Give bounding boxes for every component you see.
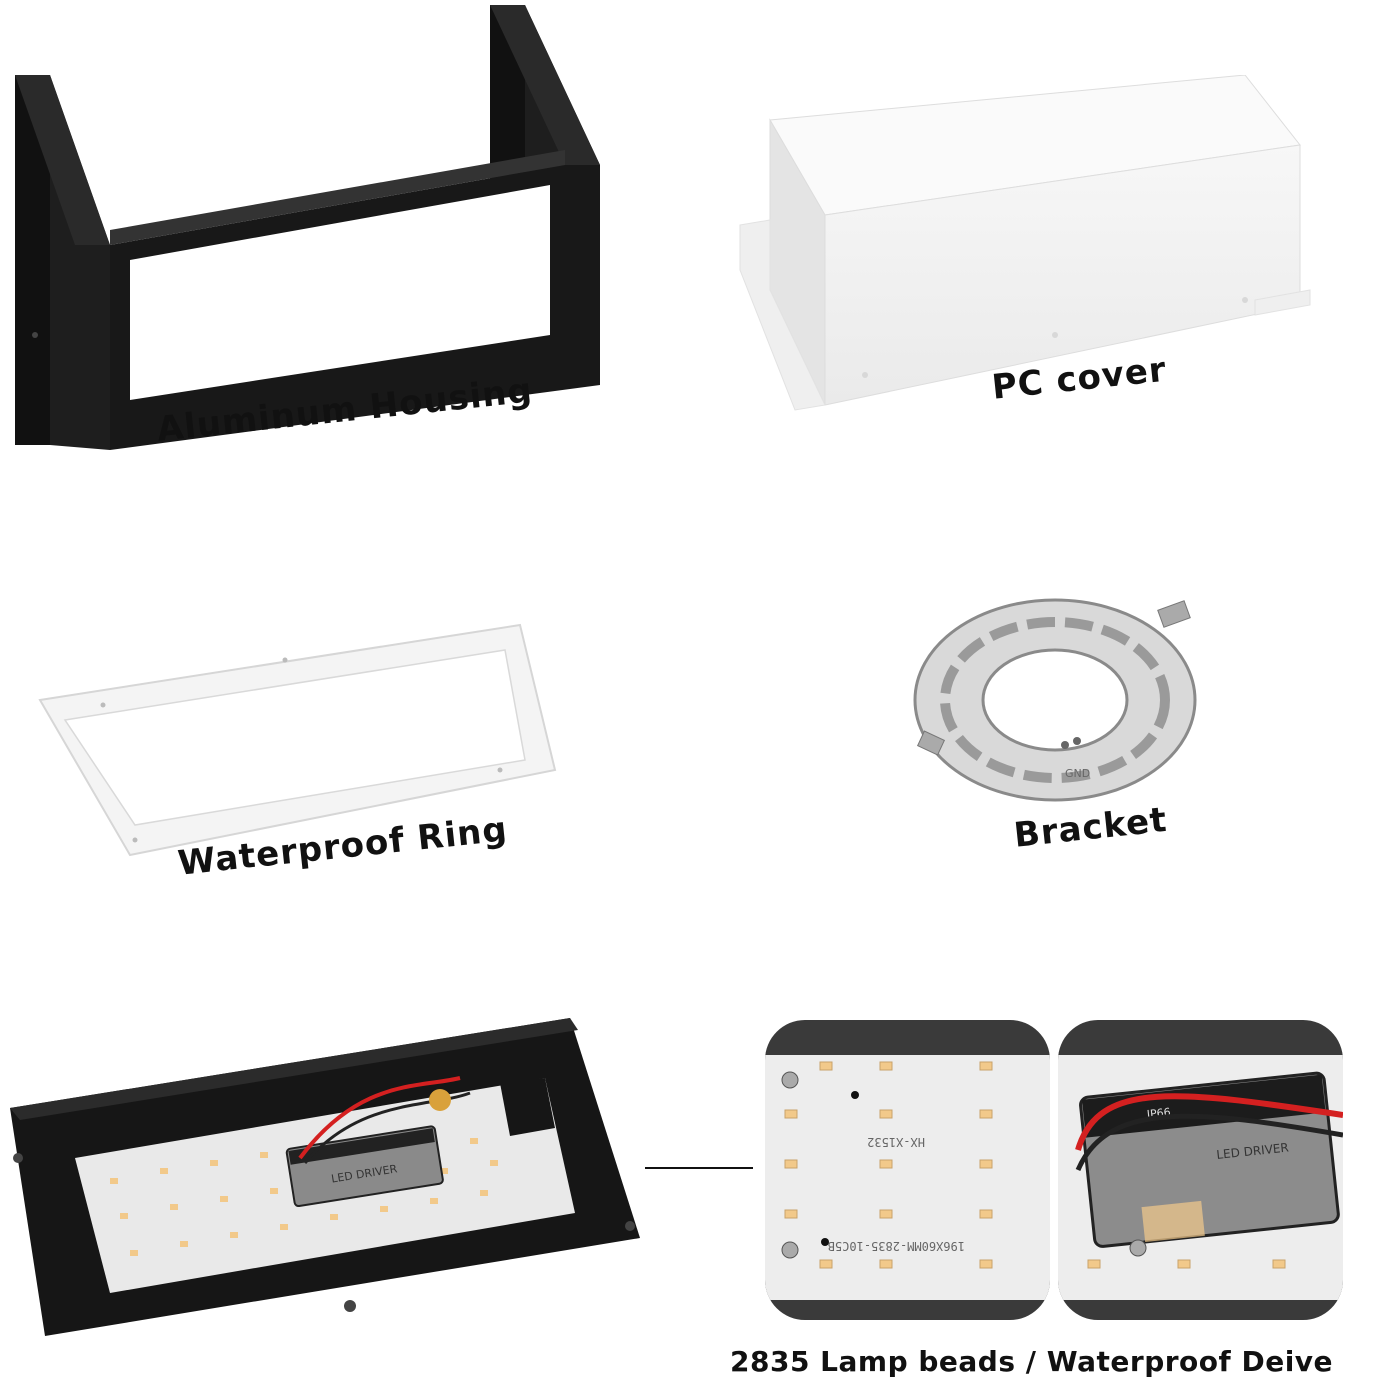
bracket-gnd-mark: GND xyxy=(1065,767,1090,780)
pc-cover-image xyxy=(739,75,1311,411)
bracket-image: GND xyxy=(913,598,1197,802)
aluminum-housing-image xyxy=(15,5,600,450)
led-board-closeup-image: HX-X1532 196X60MM-2835-10C5B xyxy=(765,1020,1050,1320)
lamp-beads-label: 2835 Lamp beads / Waterproof Deive xyxy=(730,1345,1334,1378)
pcb-model-a: HX-X1532 xyxy=(867,1135,925,1149)
connector-line xyxy=(645,1167,753,1169)
pcb-model-b: 196X60MM-2835-10C5B xyxy=(828,1239,965,1253)
waterproof-driver-closeup-image: IP66 LED DRIVER xyxy=(1058,1020,1343,1320)
waterproof-ring-image xyxy=(38,623,557,857)
led-base-plate-image: LED DRIVER xyxy=(10,1018,640,1336)
